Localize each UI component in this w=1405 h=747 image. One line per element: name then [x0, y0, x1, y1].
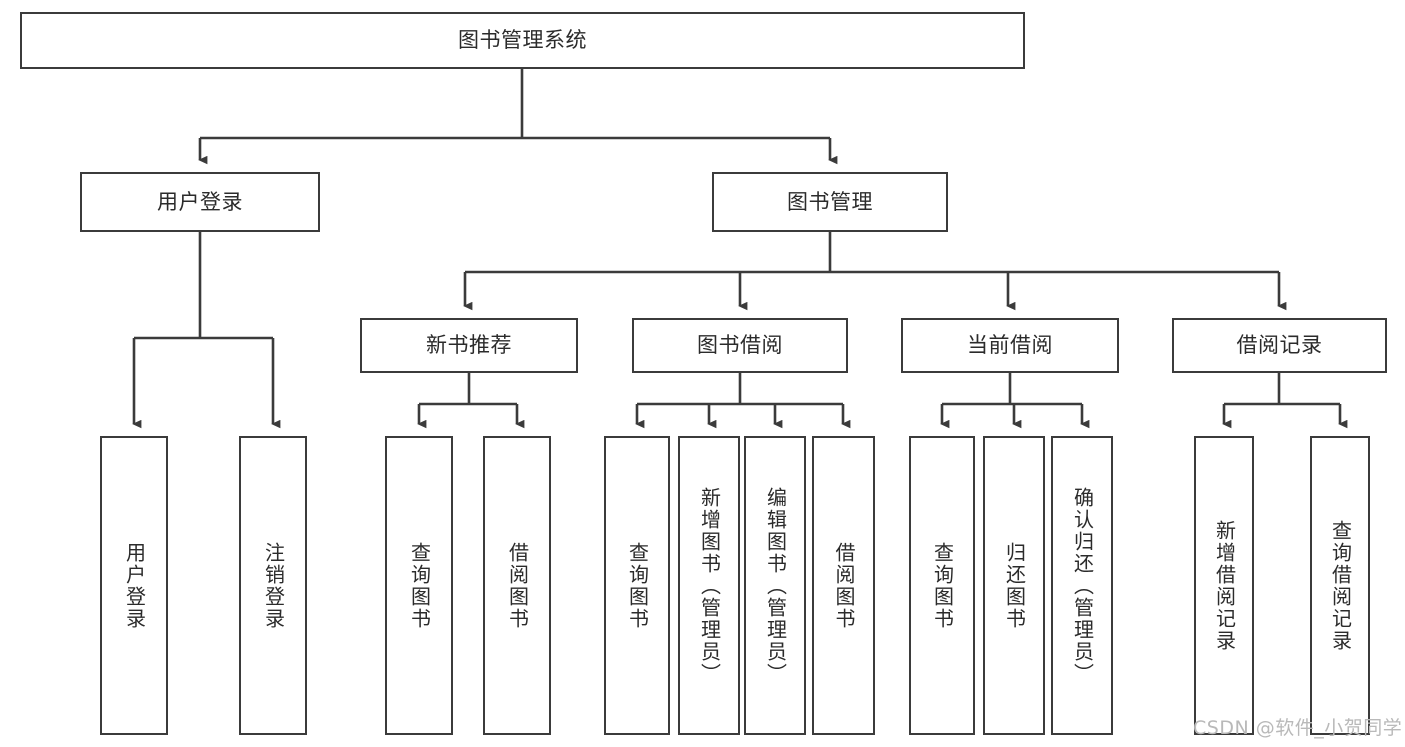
- node-leaf-return-book[interactable]: 归还图书: [983, 436, 1045, 735]
- node-book-manage[interactable]: 图书管理: [712, 172, 948, 232]
- node-label: 查询图书: [407, 541, 432, 630]
- node-leaf-confirm-return-admin[interactable]: 确认归还（管理员）: [1051, 436, 1113, 735]
- node-label: 查询借阅记录: [1328, 519, 1353, 652]
- node-label: 查询图书: [625, 541, 650, 630]
- node-label: 编辑图书（管理员）: [763, 486, 788, 685]
- node-label: 归还图书: [1002, 541, 1027, 630]
- node-label: 用户登录: [157, 189, 243, 214]
- node-leaf-user-login[interactable]: 用户登录: [100, 436, 168, 735]
- node-label: 新书推荐: [426, 333, 512, 358]
- node-label: 注销登录: [261, 541, 286, 630]
- node-leaf-add-book-admin[interactable]: 新增图书（管理员）: [678, 436, 740, 735]
- node-label: 借阅图书: [832, 541, 856, 630]
- node-label: 当前借阅: [967, 333, 1053, 358]
- node-new-book-recommend[interactable]: 新书推荐: [360, 318, 578, 373]
- node-leaf-add-borrow-record[interactable]: 新增借阅记录: [1194, 436, 1254, 735]
- node-label: 图书管理: [787, 189, 873, 214]
- node-user-login[interactable]: 用户登录: [80, 172, 320, 232]
- node-label: 图书管理系统: [458, 28, 587, 53]
- node-borrow-record[interactable]: 借阅记录: [1172, 318, 1387, 373]
- node-leaf-query-book-current[interactable]: 查询图书: [909, 436, 975, 735]
- node-label: 新增图书（管理员）: [697, 486, 722, 685]
- node-leaf-edit-book-admin[interactable]: 编辑图书（管理员）: [744, 436, 806, 735]
- node-current-borrow[interactable]: 当前借阅: [901, 318, 1119, 373]
- node-book-borrow[interactable]: 图书借阅: [632, 318, 848, 373]
- node-leaf-user-logout[interactable]: 注销登录: [239, 436, 307, 735]
- node-label: 用户登录: [122, 541, 147, 630]
- node-label: 借阅图书: [505, 541, 530, 630]
- watermark-text: CSDN @软件_小贺同学: [1193, 717, 1403, 739]
- node-label: 确认归还（管理员）: [1070, 486, 1095, 685]
- node-root-system[interactable]: 图书管理系统: [20, 12, 1025, 69]
- node-leaf-borrow-book-recommend[interactable]: 借阅图书: [483, 436, 551, 735]
- node-leaf-query-book-recommend[interactable]: 查询图书: [385, 436, 453, 735]
- node-leaf-query-borrow-record[interactable]: 查询借阅记录: [1310, 436, 1370, 735]
- node-leaf-borrow-book[interactable]: 借阅图书: [812, 436, 875, 735]
- node-label: 新增借阅记录: [1212, 519, 1237, 652]
- node-leaf-query-book-borrow[interactable]: 查询图书: [604, 436, 670, 735]
- node-label: 查询图书: [930, 541, 955, 630]
- node-label: 图书借阅: [697, 333, 783, 358]
- node-label: 借阅记录: [1236, 333, 1323, 358]
